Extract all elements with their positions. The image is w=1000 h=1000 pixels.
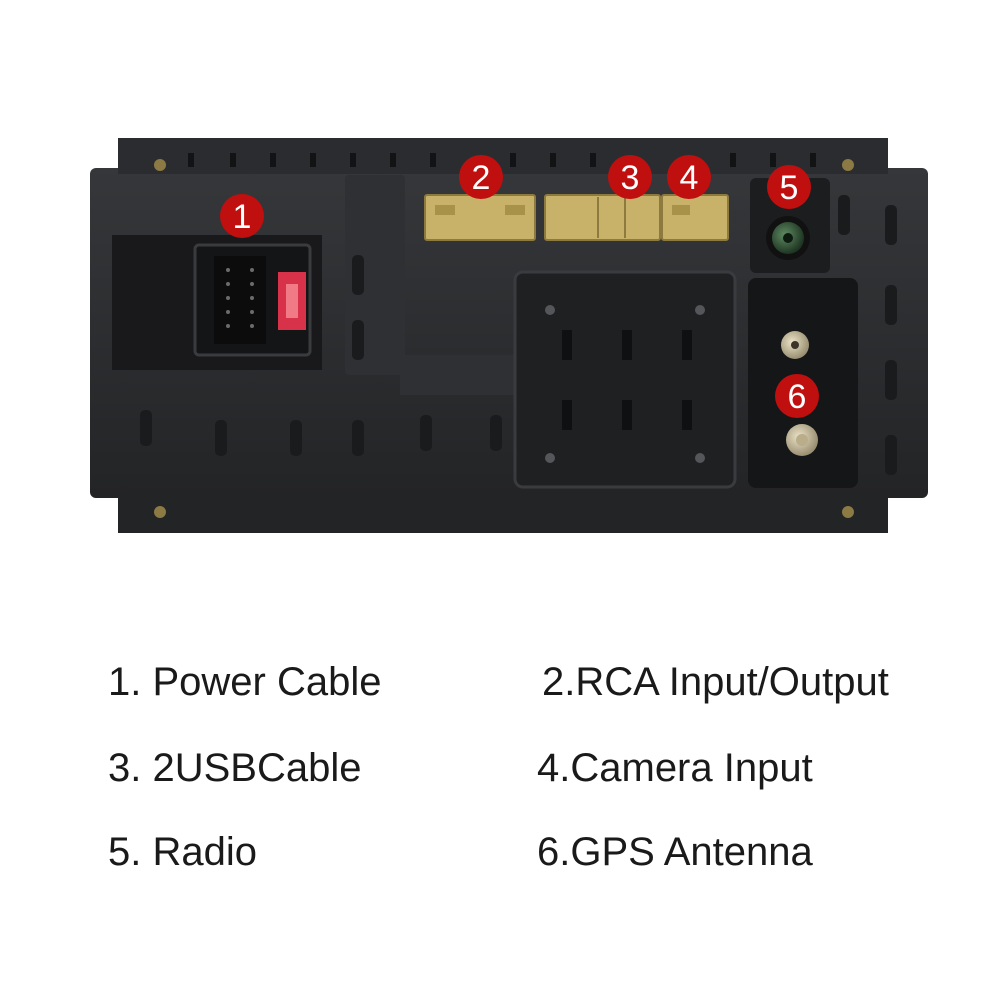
legend-item-usb-cable: 3. 2USBCable [108,746,362,790]
callout-number-6: 6 [788,378,807,416]
callout-badge-6: 6 [775,374,819,418]
callout-badge-1: 1 [220,194,264,238]
legend-item-radio: 5. Radio [108,830,257,874]
callout-number-2: 2 [472,159,491,197]
callout-badge-5: 5 [767,165,811,209]
legend-item-power-cable: 1. Power Cable [108,660,382,704]
legend-item-rca: 2.RCA Input/Output [542,660,889,704]
callout-number-1: 1 [233,198,252,236]
radio-antenna-socket [750,178,830,273]
callout-number-5: 5 [780,169,799,207]
power-connector [193,243,312,357]
callout-badge-3: 3 [608,155,652,199]
rca-connector [424,194,536,241]
usb-connector [544,194,661,241]
callout-badge-4: 4 [667,155,711,199]
legend-item-camera-input: 4.Camera Input [537,746,813,790]
legend-item-gps-antenna: 6.GPS Antenna [537,830,813,874]
mounting-plate [513,270,737,489]
callout-number-3: 3 [621,159,640,197]
callout-badge-2: 2 [459,155,503,199]
callout-number-4: 4 [680,159,699,197]
camera-connector [661,194,729,241]
radio-back-panel-photo: 1 2 3 4 5 6 [90,138,928,533]
